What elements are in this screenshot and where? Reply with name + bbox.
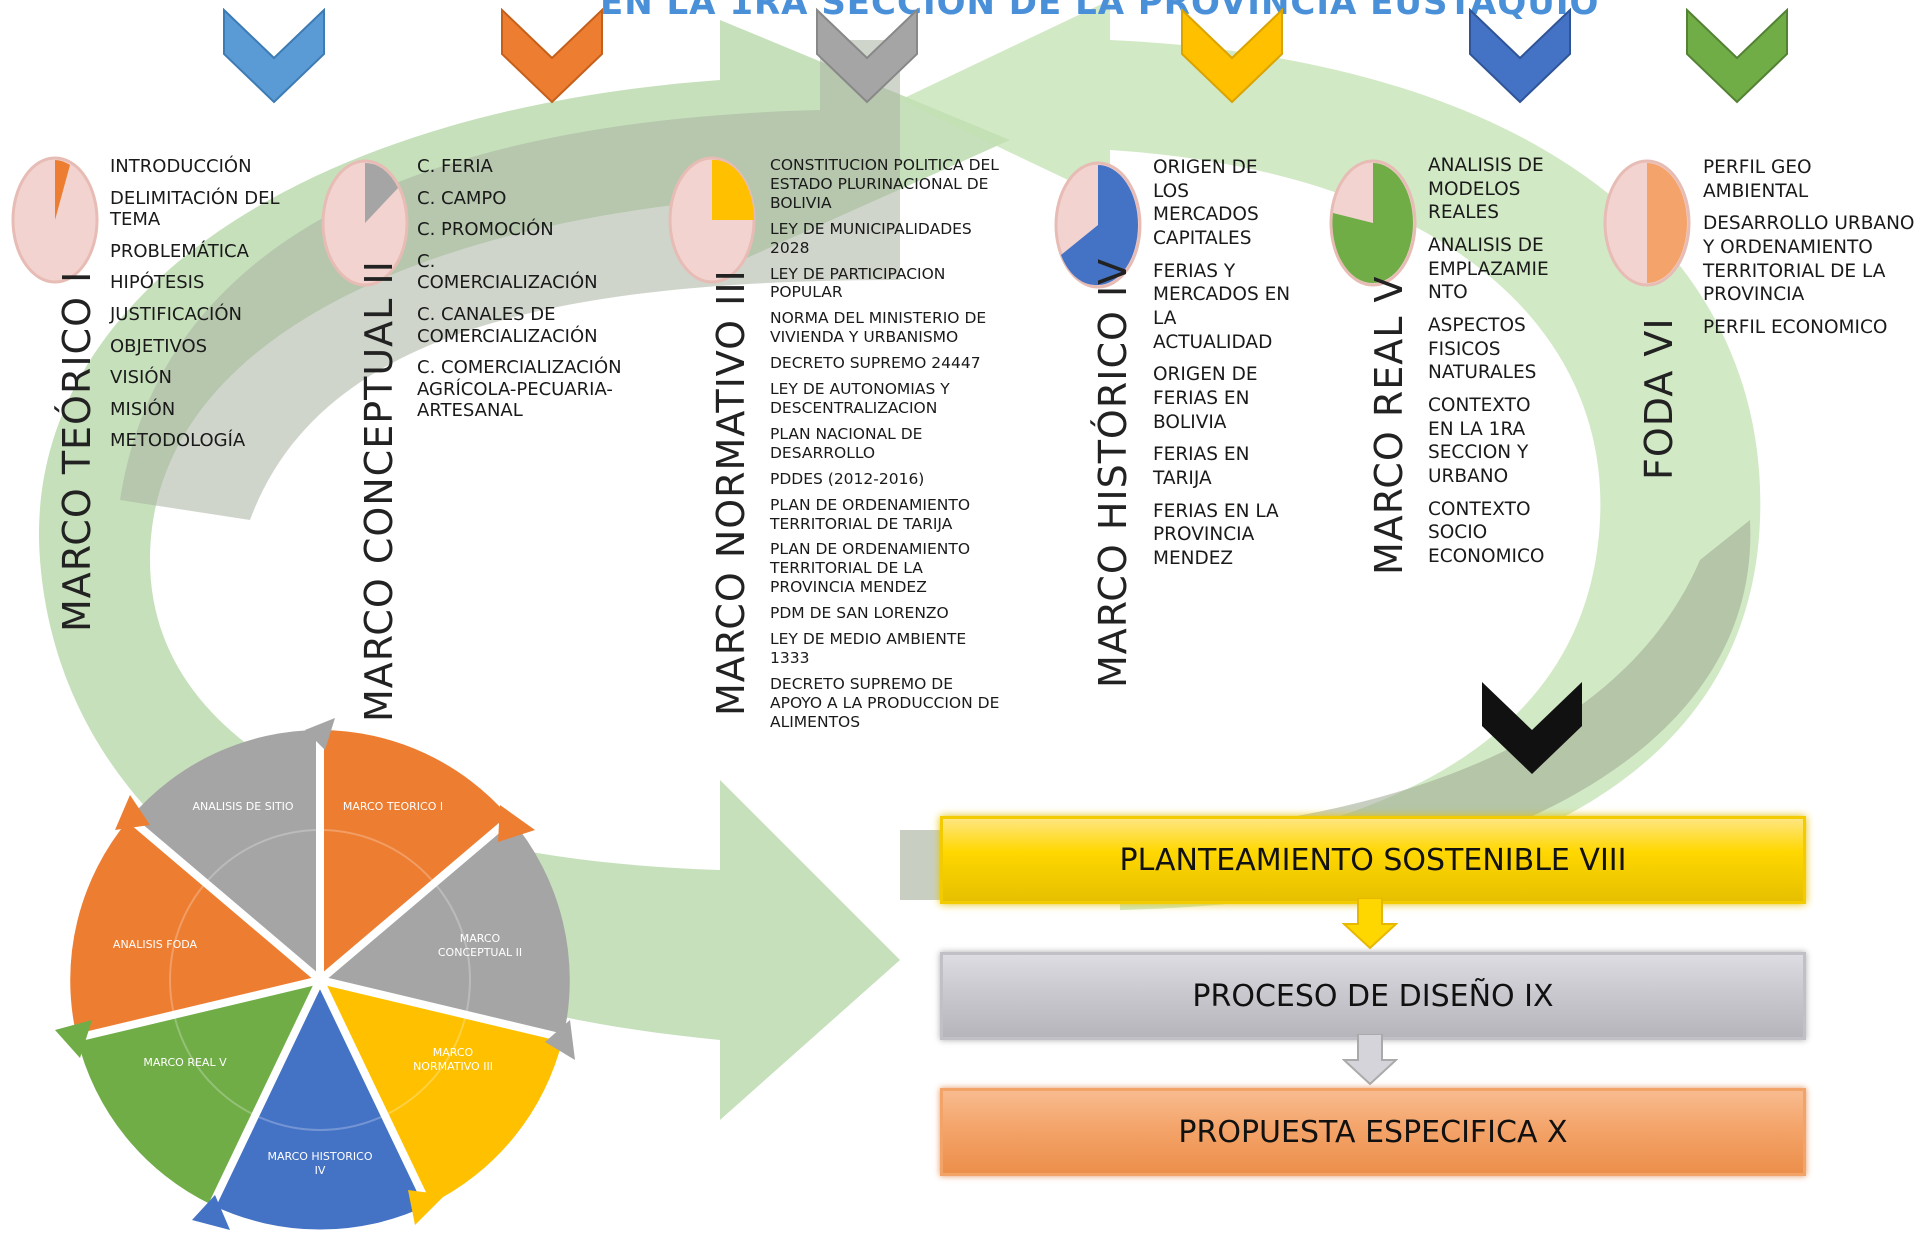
wheel-segment-teorico bbox=[320, 730, 510, 980]
section-label-real: MARCO REAL V bbox=[1367, 275, 1411, 575]
section-items-teorico: INTRODUCCIÓN DELIMITACIÓN DEL TEMA PROBL… bbox=[110, 156, 300, 462]
wheel-segment-sitio bbox=[130, 730, 320, 980]
list-item: PROBLEMÁTICA bbox=[110, 240, 249, 262]
list-item: MISIÓN bbox=[110, 398, 176, 420]
down-arrow-icon bbox=[1342, 1034, 1398, 1086]
list-item: C. COMERCIALIZACIÓN AGRÍCOLA-PECUARIA-AR… bbox=[417, 357, 622, 422]
list-item: ORIGEN DE LOS MERCADOS CAPITALES bbox=[1153, 157, 1259, 250]
page-title: EN LA 1RA SECCION DE LA PROVINCIA EUSTAQ… bbox=[600, 0, 1600, 23]
list-item: PLAN NACIONAL DE DESARROLLO bbox=[770, 424, 923, 462]
wheel-label-normativo: MARCO NORMATIVO III bbox=[413, 1046, 493, 1074]
list-item: PERFIL ECONOMICO bbox=[1703, 317, 1888, 339]
section-items-conceptual: C. FERIA C. CAMPO C. PROMOCIÓN C. COMERC… bbox=[417, 156, 632, 432]
wheel-label-foda: ANALISIS FODA bbox=[112, 938, 198, 951]
section-label-historico: MARCO HISTÓRICO IV bbox=[1091, 257, 1135, 688]
pie-progress-icon-foda bbox=[1603, 159, 1691, 287]
list-item: PLAN DE ORDENAMIENTO TERRITORIAL DE TARI… bbox=[770, 495, 971, 533]
wheel-label-teorico: MARCO TEORICO I bbox=[342, 800, 444, 813]
list-item: VISIÓN bbox=[110, 367, 172, 389]
step-label: PLANTEAMIENTO SOSTENIBLE VIII bbox=[1119, 842, 1627, 878]
list-item: ORIGEN DE FERIAS EN BOLIVIA bbox=[1153, 364, 1258, 433]
section-label-teorico: MARCO TEÓRICO I bbox=[55, 270, 99, 632]
list-item: PLAN DE ORDENAMIENTO TERRITORIAL DE LA P… bbox=[770, 540, 971, 597]
list-item: CONTEXTO EN LA 1RA SECCION Y URBANO bbox=[1428, 395, 1531, 488]
pie-progress-icon-normativo bbox=[668, 156, 756, 284]
wheel-segment-conceptual bbox=[320, 818, 570, 1038]
list-item: METODOLOGÍA bbox=[110, 430, 246, 452]
section-items-historico: ORIGEN DE LOS MERCADOS CAPITALES FERIAS … bbox=[1153, 156, 1293, 580]
step-propuesta-especifica: PROPUESTA ESPECIFICA X bbox=[940, 1088, 1806, 1176]
list-item: JUSTIFICACIÓN bbox=[110, 303, 242, 325]
pie-progress-icon-real bbox=[1329, 159, 1417, 287]
chevron-down-icon bbox=[1686, 8, 1788, 104]
chevron-down-icon bbox=[1482, 682, 1582, 774]
list-item: LEY DE MEDIO AMBIENTE 1333 bbox=[770, 630, 967, 667]
list-item: C. PROMOCIÓN bbox=[417, 219, 554, 241]
list-item: PDDES (2012-2016) bbox=[770, 469, 925, 488]
wheel-segment-historico bbox=[212, 980, 428, 1230]
wheel-label-conceptual: MARCO CONCEPTUAL II bbox=[437, 932, 523, 960]
pie-progress-icon-teorico bbox=[11, 156, 99, 284]
list-item: OBJETIVOS bbox=[110, 335, 208, 357]
list-item: ANALISIS DE MODELOS REALES bbox=[1428, 155, 1544, 224]
list-item: ASPECTOS FISICOS NATURALES bbox=[1428, 315, 1537, 384]
wheel-segment-real bbox=[77, 980, 320, 1205]
chevron-down-icon bbox=[501, 8, 603, 104]
list-item: DELIMITACIÓN DEL TEMA bbox=[110, 187, 280, 231]
list-item: FERIAS Y MERCADOS EN LA ACTUALIDAD bbox=[1153, 260, 1291, 353]
section-items-real: ANALISIS DE MODELOS REALES ANALISIS DE E… bbox=[1428, 154, 1558, 578]
list-item: ANALISIS DE EMPLAZAMIE NTO bbox=[1428, 235, 1549, 304]
list-item: DESARROLLO URBANO Y ORDENAMIENTO TERRITO… bbox=[1703, 213, 1915, 306]
wheel-label-sitio: ANALISIS DE SITIO bbox=[192, 800, 294, 813]
list-item: CONSTITUCION POLITICA DEL ESTADO PLURINA… bbox=[770, 156, 999, 212]
list-item: C. COMERCIALIZACIÓN bbox=[417, 250, 598, 294]
list-item: LEY DE MUNICIPALIDADES 2028 bbox=[770, 219, 972, 257]
section-label-normativo: MARCO NORMATIVO III bbox=[709, 269, 753, 716]
list-item: DECRETO SUPREMO DE APOYO A LA PRODUCCION… bbox=[770, 674, 1000, 731]
section-items-foda: PERFIL GEO AMBIENTAL DESARROLLO URBANO Y… bbox=[1703, 156, 1918, 349]
list-item: HIPÓTESIS bbox=[110, 272, 205, 294]
list-item: PERFIL GEO AMBIENTAL bbox=[1703, 157, 1812, 202]
pie-progress-icon-historico bbox=[1054, 161, 1142, 289]
list-item: DECRETO SUPREMO 24447 bbox=[770, 354, 981, 373]
list-item: LEY DE AUTONOMIAS Y DESCENTRALIZACION bbox=[770, 380, 950, 417]
section-label-conceptual: MARCO CONCEPTUAL II bbox=[357, 260, 401, 722]
step-label: PROPUESTA ESPECIFICA X bbox=[1178, 1114, 1568, 1150]
list-item: FERIAS EN TARIJA bbox=[1153, 444, 1250, 490]
chevron-down-icon bbox=[223, 8, 325, 104]
list-item: NORMA DEL MINISTERIO DE VIVIENDA Y URBAN… bbox=[770, 309, 987, 347]
chevron-down-icon bbox=[1181, 8, 1283, 104]
list-item: FERIAS EN LA PROVINCIA MENDEZ bbox=[1153, 500, 1279, 570]
step-planteamiento-sostenible: PLANTEAMIENTO SOSTENIBLE VIII bbox=[940, 816, 1806, 904]
list-item: CONTEXTO SOCIO ECONOMICO bbox=[1428, 498, 1545, 568]
list-item: PDM DE SAN LORENZO bbox=[770, 604, 949, 623]
chevron-down-icon bbox=[816, 8, 918, 104]
down-arrow-icon bbox=[1342, 898, 1398, 950]
step-label: PROCESO DE DISEÑO IX bbox=[1192, 978, 1554, 1014]
wheel-label-real: MARCO REAL V bbox=[143, 1056, 227, 1069]
cycle-wheel bbox=[55, 718, 575, 1230]
step-proceso-de-diseno: PROCESO DE DISEÑO IX bbox=[940, 952, 1806, 1040]
list-item: LEY DE PARTICIPACION POPULAR bbox=[770, 264, 946, 302]
list-item: C. CANALES DE COMERCIALIZACIÓN bbox=[417, 303, 598, 347]
wheel-label-historico: MARCO HISTORICO IV bbox=[267, 1150, 373, 1178]
pie-progress-icon-conceptual bbox=[321, 159, 409, 287]
wheel-segment-normativo bbox=[320, 980, 563, 1205]
list-item: C. CAMPO bbox=[417, 187, 507, 209]
section-label-foda: FODA VI bbox=[1637, 317, 1681, 480]
wheel-segment-foda bbox=[70, 818, 320, 1038]
list-item: INTRODUCCIÓN bbox=[110, 156, 252, 177]
section-items-normativo: CONSTITUCION POLITICA DEL ESTADO PLURINA… bbox=[770, 156, 1010, 739]
chevron-down-icon bbox=[1469, 8, 1571, 104]
list-item: C. FERIA bbox=[417, 156, 493, 177]
